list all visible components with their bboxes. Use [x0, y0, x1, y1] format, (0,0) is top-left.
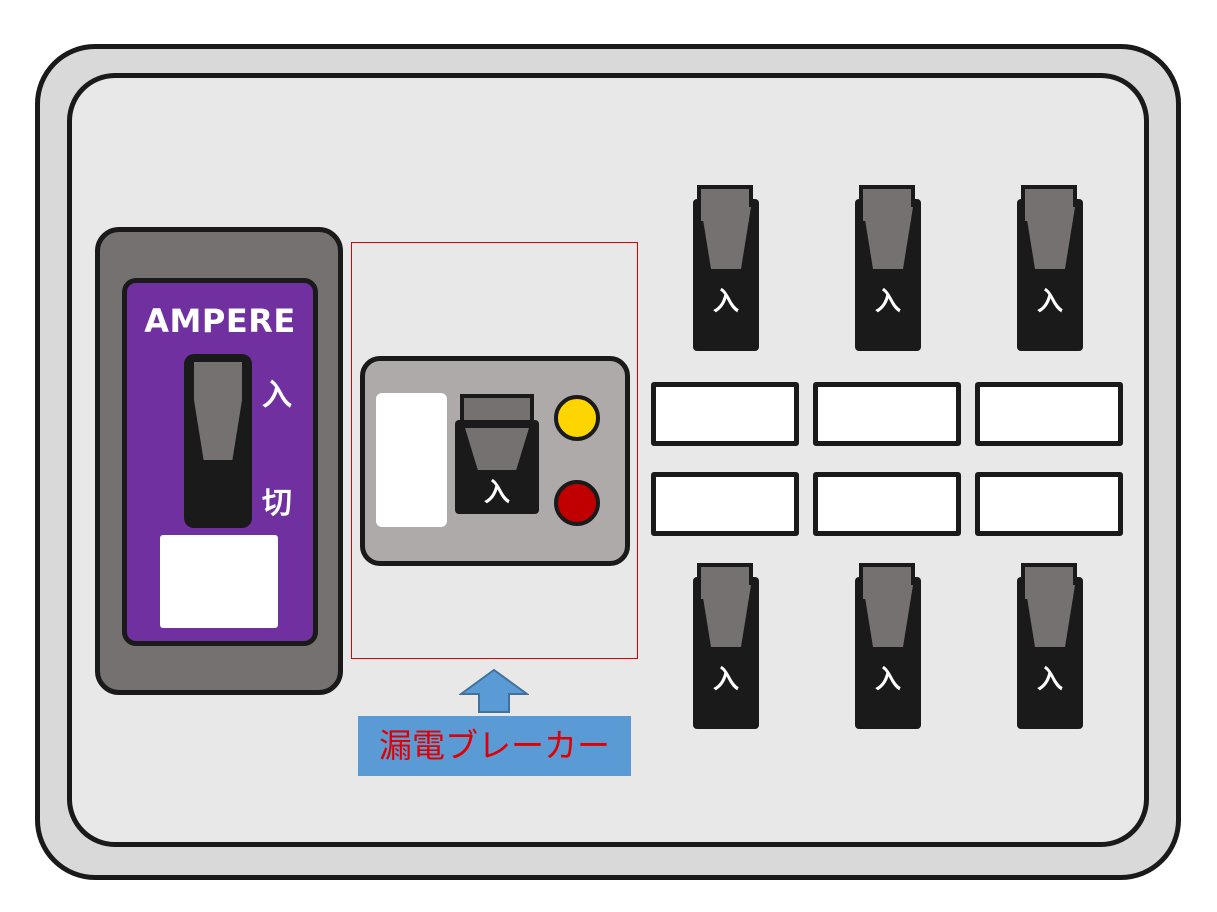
- branch-breaker-bottom-1[interactable]: 入: [693, 563, 759, 729]
- test-button-yellow[interactable]: [554, 395, 600, 441]
- main-switch-lever: [194, 400, 242, 460]
- elcb-switch[interactable]: 入: [455, 420, 539, 514]
- branch-breaker-bottom-3[interactable]: 入: [1017, 563, 1083, 729]
- branch-breaker-top-2[interactable]: 入: [855, 185, 921, 351]
- main-on-label: 入: [262, 378, 292, 413]
- branch-breaker-lever: [1025, 207, 1075, 269]
- circuit-label-slot: [813, 472, 961, 536]
- arrow-up-icon: [459, 668, 529, 713]
- branch-breaker-top-3[interactable]: 入: [1017, 185, 1083, 351]
- main-breaker-brand: AMPERE: [144, 302, 296, 340]
- branch-on-label: 入: [1036, 287, 1063, 317]
- main-breaker-label-plate: [160, 535, 278, 628]
- branch-on-label: 入: [874, 287, 901, 317]
- circuit-label-slot: [813, 382, 961, 446]
- branch-on-label: 入: [874, 665, 901, 695]
- indicator-red[interactable]: [554, 480, 600, 526]
- branch-on-label: 入: [712, 665, 739, 695]
- circuit-label-slot: [651, 472, 799, 536]
- circuit-label-slot: [975, 382, 1123, 446]
- elcb-caption: 漏電ブレーカー: [379, 726, 610, 765]
- main-switch-cap: [194, 362, 242, 400]
- branch-on-label: 入: [1036, 665, 1063, 695]
- elcb-highlight-frame: [351, 242, 638, 659]
- elcb-label-plate: [376, 393, 447, 527]
- main-breaker-switch[interactable]: [184, 354, 252, 528]
- circuit-label-slot: [975, 472, 1123, 536]
- branch-breaker-top-1[interactable]: 入: [693, 185, 759, 351]
- caption-background: [358, 716, 631, 776]
- branch-breaker-bottom-2[interactable]: 入: [855, 563, 921, 729]
- branch-on-label: 入: [712, 287, 739, 317]
- main-off-label: 切: [262, 486, 292, 521]
- branch-breaker-lever: [1025, 585, 1075, 647]
- elcb-switch-lever: [465, 428, 529, 470]
- circuit-label-slot: [651, 382, 799, 446]
- elcb-on-label: 入: [483, 478, 510, 508]
